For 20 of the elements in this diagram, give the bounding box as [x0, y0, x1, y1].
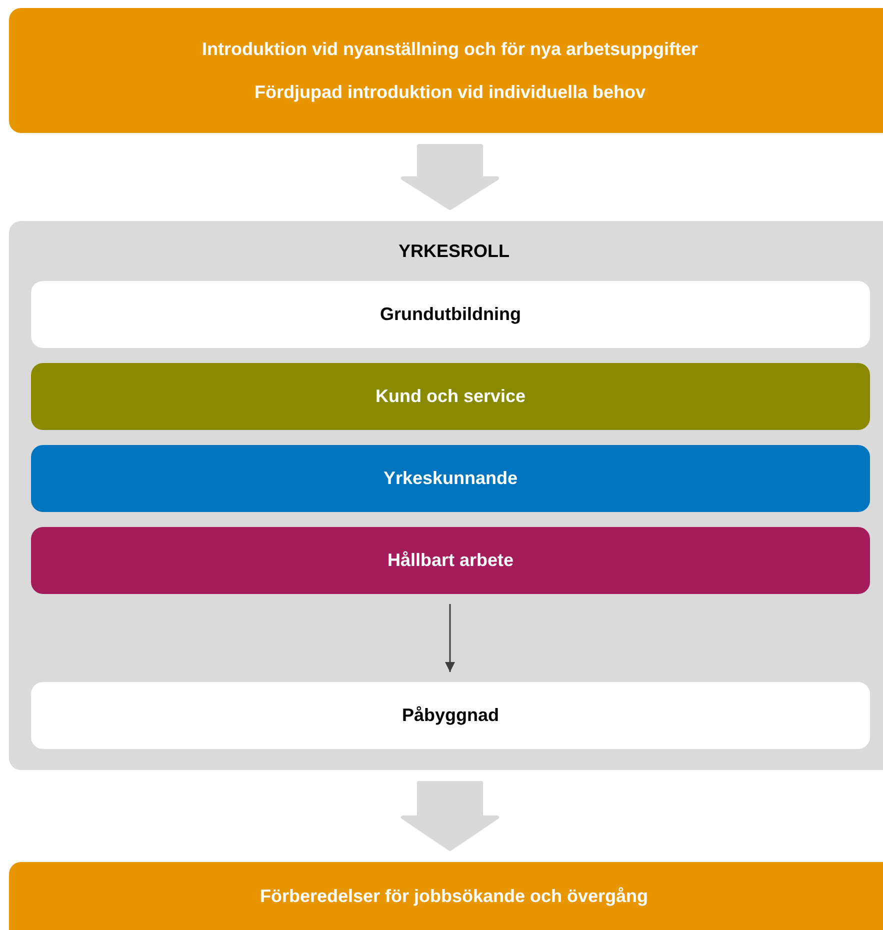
group-heading: YRKESROLL — [398, 241, 510, 262]
box-label: Påbyggnad — [402, 705, 499, 726]
box-label: Introduktion vid nyanställning och för nya arbetsuppgifter — [202, 38, 698, 60]
process-box — [31, 363, 870, 430]
arrow — [445, 604, 455, 672]
box-label: Förberedelser för jobbsökande och övergång — [260, 886, 648, 907]
process-box — [31, 682, 870, 749]
box-label: Hållbart arbete — [387, 550, 514, 571]
box-label: Grundutbildning — [380, 304, 521, 325]
block-arrow — [401, 144, 499, 210]
process-box — [9, 862, 883, 930]
block-arrow — [401, 781, 499, 851]
process-box — [9, 8, 883, 133]
process-box — [31, 281, 870, 348]
process-box — [31, 527, 870, 594]
box-label: Fördjupad introduktion vid individuella behov — [254, 82, 646, 102]
group-panel — [9, 221, 883, 770]
box-label: Yrkeskunnande — [383, 468, 518, 489]
process-box — [31, 445, 870, 512]
box-label: Kund och service — [375, 386, 526, 407]
